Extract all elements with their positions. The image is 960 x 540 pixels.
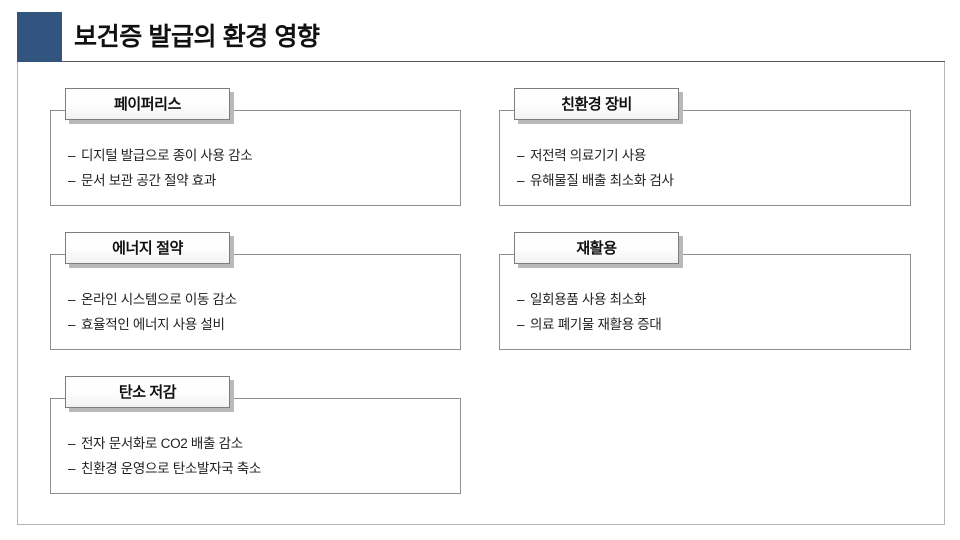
card-label-text: 친환경 장비	[561, 96, 632, 113]
card-label[interactable]: 재활용	[514, 232, 679, 264]
bullet-dash-icon: –	[517, 292, 525, 307]
card-body	[50, 254, 461, 350]
list-item-text: 문서 보관 공간 절약 효과	[81, 173, 217, 188]
card-label-text: 재활용	[576, 240, 617, 257]
list-item: –문서 보관 공간 절약 효과	[68, 168, 252, 193]
list-item-text: 온라인 시스템으로 이동 감소	[81, 292, 237, 307]
list-item: –저전력 의료기기 사용	[517, 143, 674, 168]
bullet-dash-icon: –	[68, 436, 76, 451]
card-label-text: 에너지 절약	[112, 240, 183, 257]
list-item: –전자 문서화로 CO2 배출 감소	[68, 431, 261, 456]
list-item-text: 저전력 의료기기 사용	[530, 148, 646, 163]
card-body	[499, 254, 911, 350]
list-item-text: 효율적인 에너지 사용 설비	[81, 317, 225, 332]
page-title: 보건증 발급의 환경 영향	[74, 23, 320, 51]
bullet-dash-icon: –	[68, 292, 76, 307]
list-item-text: 의료 폐기물 재활용 증대	[530, 317, 662, 332]
list-item-text: 디지털 발급으로 종이 사용 감소	[81, 148, 253, 163]
bullet-dash-icon: –	[68, 173, 76, 188]
bullet-dash-icon: –	[517, 317, 525, 332]
card-label[interactable]: 페이퍼리스	[65, 88, 230, 120]
card-body	[50, 398, 461, 494]
card-bullet-list: –저전력 의료기기 사용 –유해물질 배출 최소화 검사	[517, 143, 674, 193]
bullet-dash-icon: –	[517, 148, 525, 163]
list-item: –의료 폐기물 재활용 증대	[517, 312, 662, 337]
list-item: –일회용품 사용 최소화	[517, 287, 662, 312]
list-item-text: 친환경 운영으로 탄소발자국 축소	[81, 461, 262, 476]
card-label[interactable]: 친환경 장비	[514, 88, 679, 120]
list-item: –친환경 운영으로 탄소발자국 축소	[68, 456, 261, 481]
card-label-text: 탄소 저감	[118, 384, 177, 401]
card-label[interactable]: 탄소 저감	[65, 376, 230, 408]
list-item: –온라인 시스템으로 이동 감소	[68, 287, 237, 312]
card-bullet-list: –전자 문서화로 CO2 배출 감소 –친환경 운영으로 탄소발자국 축소	[68, 431, 261, 481]
card-bullet-list: –온라인 시스템으로 이동 감소 –효율적인 에너지 사용 설비	[68, 287, 237, 337]
card-label-text: 페이퍼리스	[113, 96, 181, 113]
list-item: –디지털 발급으로 종이 사용 감소	[68, 143, 253, 168]
card-bullet-list: –디지털 발급으로 종이 사용 감소 –문서 보관 공간 절약 효과	[68, 143, 253, 193]
title-band	[17, 12, 945, 62]
title-accent-bar	[17, 12, 62, 62]
card-bullet-list: –일회용품 사용 최소화 –의료 폐기물 재활용 증대	[517, 287, 662, 337]
bullet-dash-icon: –	[68, 461, 76, 476]
list-item-text: 유해물질 배출 최소화 검사	[530, 173, 674, 188]
list-item-text: 전자 문서화로 CO2 배출 감소	[81, 436, 243, 451]
bullet-dash-icon: –	[68, 148, 76, 163]
list-item-text: 일회용품 사용 최소화	[530, 292, 646, 307]
bullet-dash-icon: –	[517, 173, 525, 188]
list-item: –효율적인 에너지 사용 설비	[68, 312, 237, 337]
card-body	[499, 110, 911, 206]
bullet-dash-icon: –	[68, 317, 76, 332]
list-item: –유해물질 배출 최소화 검사	[517, 168, 674, 193]
card-label[interactable]: 에너지 절약	[65, 232, 230, 264]
card-body	[50, 110, 461, 206]
